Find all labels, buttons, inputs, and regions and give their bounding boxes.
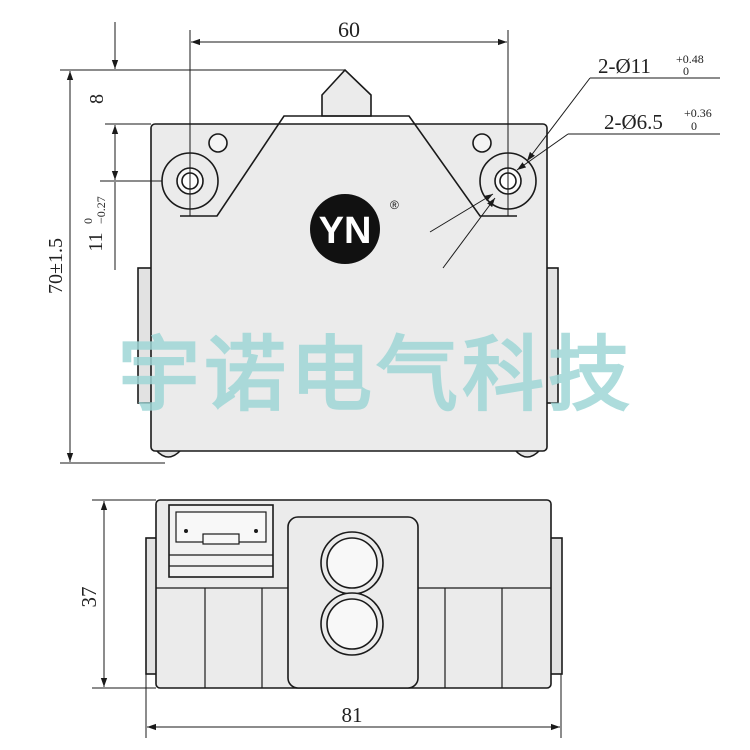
dim-hole-offset-tol-upper: 0 [81,218,95,224]
callout-small-tol-upper: +0.36 [684,106,712,120]
bottom-view [145,499,563,689]
contact-lower-inner [326,598,378,650]
callout-big-tol-lower: 0 [683,64,689,78]
logo-registered: ® [390,198,399,212]
logo-circle-icon [310,194,380,264]
dim-hole-offset: 11 0 −0.27 [81,196,108,251]
top-boss [180,115,517,217]
brand-logo: YN ® [310,194,399,264]
callout-small-tol-lower: 0 [691,119,697,133]
plunger [321,68,372,117]
dim-height-text: 70±1.5 [45,238,67,294]
dim-width-text: 60 [338,17,360,42]
dim-plunger-text: 8 [86,94,108,104]
screw-top-left [208,133,228,153]
logo-mark: YN [319,210,372,252]
screw-top-right [472,133,492,153]
dim-side-width-text: 81 [342,703,363,727]
watermark-text: 宇诺电气科技 [118,328,634,423]
callout-big-tol-upper: +0.48 [676,52,704,66]
top-view-dimensions [60,22,720,464]
dim-hole-offset-base: 11 [85,232,107,251]
terminal-slot [202,533,240,545]
callout-small-prefix: 2-Ø6.5 [604,110,663,134]
callout-big-prefix: 2-Ø11 [598,54,651,78]
dim-hole-offset-tol-lower: −0.27 [94,196,108,224]
callout-big-hole: 2-Ø11 +0.48 0 [598,52,704,78]
dim-side-height-text: 37 [77,587,101,608]
bottom-view-dimensions [92,499,562,738]
callout-small-hole: 2-Ø6.5 +0.36 0 [604,106,712,134]
switch-body [150,123,548,452]
contact-upper-inner [326,537,378,589]
